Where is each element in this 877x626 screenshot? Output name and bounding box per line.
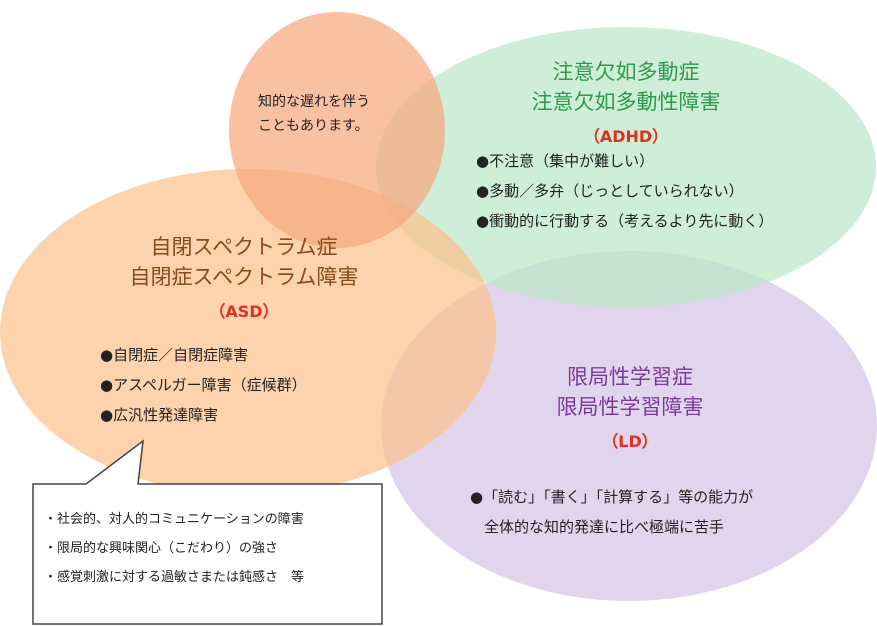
asd-title: 自閉スペクトラム症 自閉症スペクトラム障害 bbox=[94, 232, 394, 292]
adhd-header: 注意欠如多動症 注意欠如多動性障害 （ADHD） bbox=[476, 57, 776, 147]
intellectual-note: 知的な遅れを伴う こともあります。 bbox=[258, 90, 370, 138]
adhd-title: 注意欠如多動症 注意欠如多動性障害 bbox=[476, 57, 776, 117]
adhd-title-line: 注意欠如多動性障害 bbox=[531, 90, 721, 114]
ld-title: 限局性学習症 限局性学習障害 bbox=[480, 362, 780, 422]
ld-description-line: 全体的な知的発達に比べ極端に苦手 bbox=[484, 518, 725, 536]
asd-characteristics-callout: ・社会的、対人的コミュニケーションの障害 ・限局的な興味関心（こだわり）の強さ … bbox=[44, 505, 304, 592]
asd-title-line: 自閉スペクトラム症 bbox=[150, 235, 338, 259]
adhd-title-line: 注意欠如多動症 bbox=[552, 60, 700, 84]
intellectual-note-line: 知的な遅れを伴う bbox=[258, 94, 370, 110]
asd-title-line: 自閉症スペクトラム障害 bbox=[129, 265, 359, 289]
ld-abbreviation: （LD） bbox=[602, 432, 658, 451]
adhd-symptom-item: ●衝動的に行動する（考えるより先に動く） bbox=[476, 212, 774, 230]
callout-line: ・限局的な興味関心（こだわり）の強さ bbox=[44, 541, 279, 556]
intellectual-note-line: こともあります。 bbox=[258, 118, 369, 134]
adhd-symptom-item: ●不注意（集中が難しい） bbox=[476, 152, 655, 170]
asd-circle bbox=[0, 169, 496, 495]
ld-title-line: 限局性学習症 bbox=[567, 365, 693, 389]
ld-description-line: ●「読む」「書く」「計算する」等の能力が bbox=[470, 488, 754, 506]
intellectual-disability-circle bbox=[229, 12, 445, 248]
asd-type-item: ●広汎性発達障害 bbox=[100, 406, 219, 424]
ld-circle bbox=[381, 251, 877, 601]
ld-header: 限局性学習症 限局性学習障害 （LD） bbox=[480, 362, 780, 452]
adhd-symptom-list: ●不注意（集中が難しい） ●多動／多弁（じっとしていられない） ●衝動的に行動す… bbox=[476, 146, 773, 236]
callout-line: ・社会的、対人的コミュニケーションの障害 bbox=[44, 512, 304, 527]
callout-line: ・感覚刺激に対する過敏さまたは鈍感さ 等 bbox=[44, 570, 305, 585]
asd-type-item: ●アスペルガー障害（症候群） bbox=[100, 376, 307, 394]
adhd-abbreviation: （ADHD） bbox=[583, 127, 669, 146]
asd-type-item: ●自閉症／自閉症障害 bbox=[100, 346, 249, 364]
adhd-circle bbox=[376, 27, 876, 307]
ld-title-line: 限局性学習障害 bbox=[556, 395, 704, 419]
asd-abbreviation: （ASD） bbox=[209, 302, 279, 321]
ld-description: ●「読む」「書く」「計算する」等の能力が 全体的な知的発達に比べ極端に苦手 bbox=[470, 482, 753, 542]
callout-box bbox=[32, 439, 383, 625]
asd-type-list: ●自閉症／自閉症障害 ●アスペルガー障害（症候群） ●広汎性発達障害 bbox=[100, 340, 307, 430]
asd-header: 自閉スペクトラム症 自閉症スペクトラム障害 （ASD） bbox=[94, 232, 394, 322]
adhd-symptom-item: ●多動／多弁（じっとしていられない） bbox=[476, 182, 744, 200]
